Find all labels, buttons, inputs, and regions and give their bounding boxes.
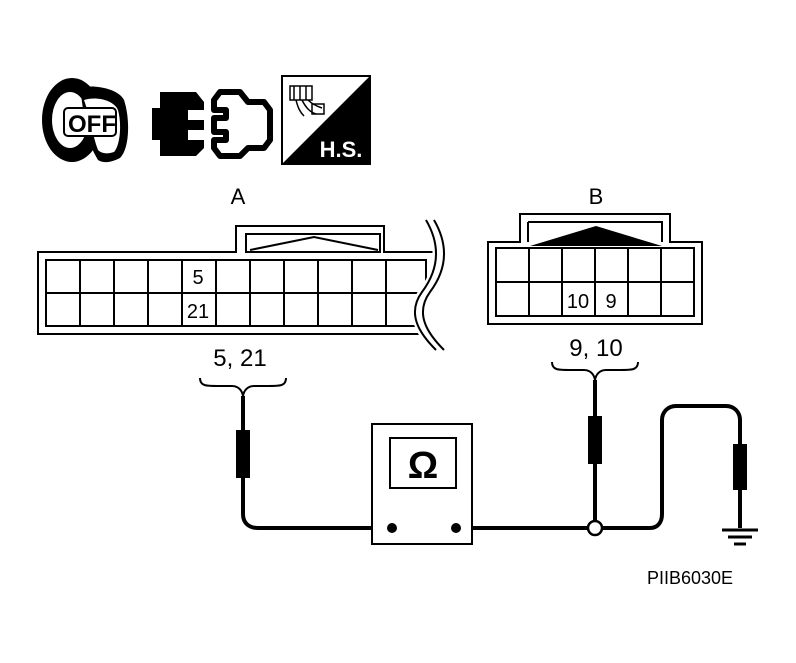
harness-side-icon: H.S.	[281, 75, 371, 165]
connector-b-pin-left: 10	[567, 291, 589, 313]
connector-b-label: B	[589, 184, 604, 209]
probe-a-brace	[199, 377, 287, 397]
test-lead-b	[456, 380, 604, 537]
probe-b-brace	[551, 361, 639, 381]
ground-lead	[602, 404, 747, 530]
connector-b-pin-right: 9	[605, 291, 616, 313]
connector-a-housing	[37, 216, 447, 355]
connector-b-housing	[487, 213, 703, 325]
ohmmeter-icon	[371, 423, 473, 545]
ignition-key-off-icon: OFF	[42, 78, 129, 163]
ignition-off-label: OFF	[68, 111, 116, 138]
connector-a-pin-top: 5	[192, 267, 203, 289]
test-lead-a	[236, 396, 392, 530]
connector-a-pin-bottom: 21	[187, 301, 209, 323]
ground-symbol-icon	[722, 528, 758, 546]
figure-code: PIIB6030E	[647, 568, 733, 588]
connector-a-label: A	[231, 184, 246, 209]
probe-b-label: 9, 10	[569, 335, 622, 362]
harness-side-label: H.S.	[320, 137, 363, 162]
disconnect-connector-icon	[152, 89, 273, 159]
ohm-symbol: Ω	[408, 445, 438, 487]
probe-a-label: 5, 21	[213, 345, 266, 372]
